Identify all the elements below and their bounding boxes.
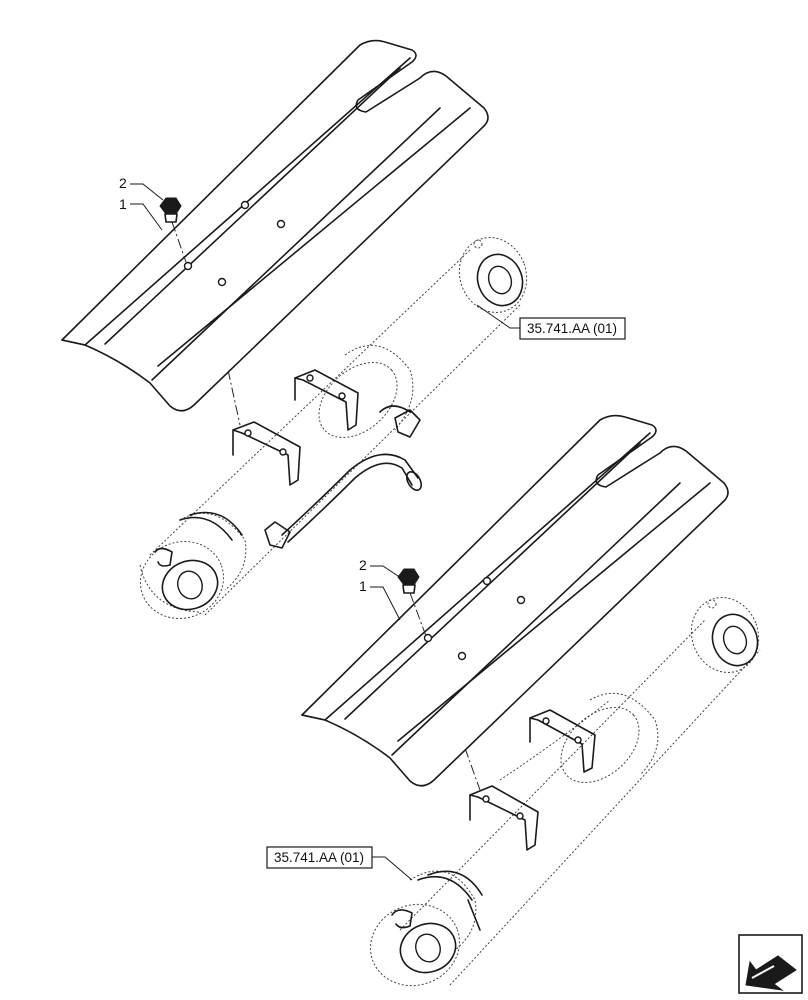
lower-rod-eye xyxy=(707,599,759,667)
upper-mounting-brackets xyxy=(232,369,359,486)
lower-cylinder-assembly xyxy=(301,414,761,987)
lower-hydraulic-cylinder xyxy=(370,597,761,987)
upper-assembly-centerline xyxy=(227,369,241,426)
upper-reference-box[interactable]: 35.741.AA (01) xyxy=(519,317,626,340)
upper-hydraulic-cylinder xyxy=(139,237,528,619)
lower-callout-1: 1 xyxy=(359,578,367,594)
lower-assembly-centerline xyxy=(464,747,481,791)
upper-callout-2: 2 xyxy=(119,175,127,191)
lower-bolt xyxy=(397,568,427,637)
lower-reference-box[interactable]: 35.741.AA (01) xyxy=(266,846,373,869)
upper-cylinder-assembly xyxy=(61,39,528,619)
upper-rod-eye xyxy=(473,239,524,307)
lower-callout-2: 2 xyxy=(359,557,367,573)
upper-base-eye xyxy=(154,511,243,611)
lower-shield-plate xyxy=(301,414,729,787)
lower-reference-link[interactable]: 35.741.AA (01) xyxy=(274,850,364,865)
previous-page-arrow-icon[interactable] xyxy=(738,934,803,994)
upper-callout-1: 1 xyxy=(119,196,127,212)
lower-base-eye xyxy=(391,870,483,974)
lower-mounting-brackets xyxy=(469,709,596,851)
upper-leaders xyxy=(130,183,520,329)
lower-leaders xyxy=(370,565,413,881)
upper-reference-link[interactable]: 35.741.AA (01) xyxy=(527,321,617,336)
upper-shield-plate xyxy=(61,39,489,412)
upper-hydraulic-lines xyxy=(264,405,423,549)
upper-bolt xyxy=(159,197,187,263)
